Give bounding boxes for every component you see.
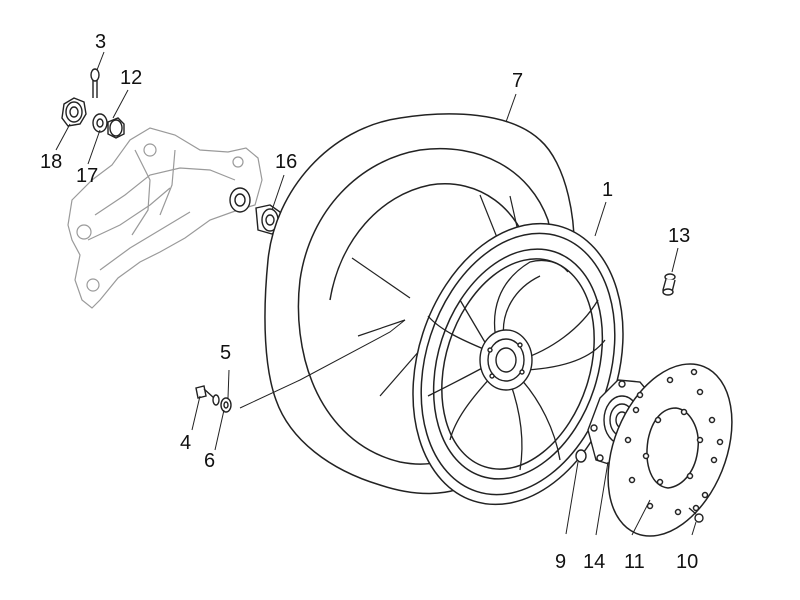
callout-3: 3 (95, 31, 107, 53)
callout-18: 18 (40, 151, 63, 173)
callout-13: 13 (668, 225, 691, 247)
callout-10: 10 (676, 551, 699, 573)
cotter-pin-3 (90, 68, 100, 98)
washer-17 (92, 113, 108, 133)
bolt-4-and-washers (195, 385, 232, 413)
callout-5: 5 (220, 342, 232, 364)
nut-18 (61, 97, 87, 127)
callout-9: 9 (555, 551, 567, 573)
rim-hub (479, 329, 533, 391)
swingarm-bracket (67, 127, 263, 309)
callout-14: 14 (583, 551, 606, 573)
leader-lines (55, 51, 697, 536)
callout-1: 1 (602, 179, 614, 201)
screw-10 (688, 507, 704, 523)
nut-9 (575, 449, 587, 463)
callout-4: 4 (180, 432, 192, 454)
brake-disc-11 (607, 363, 733, 537)
callout-16: 16 (275, 151, 298, 173)
axle-hub (229, 187, 251, 213)
callout-17: 17 (76, 165, 99, 187)
callout-11: 11 (624, 551, 645, 573)
callout-6: 6 (204, 450, 216, 472)
callout-7: 7 (512, 70, 524, 92)
callout-12: 12 (120, 67, 143, 89)
valve-13 (662, 273, 676, 296)
spacer-12 (107, 117, 125, 139)
